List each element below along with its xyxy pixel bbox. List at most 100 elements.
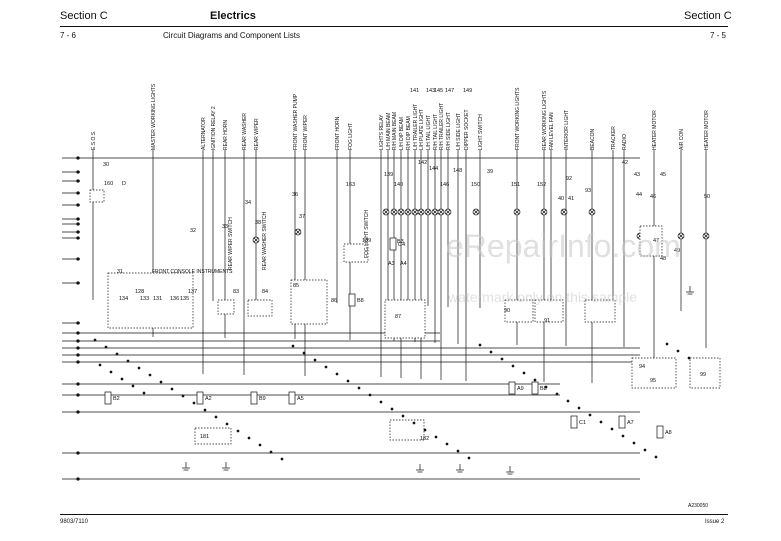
top-label: FOG LIGHT	[348, 123, 354, 150]
wire-code: B8	[540, 386, 547, 392]
bus-terminal	[76, 191, 80, 195]
component-number: 37	[299, 214, 305, 220]
component-number: 128	[135, 289, 144, 295]
bus-terminal	[76, 331, 80, 335]
fuse	[508, 381, 516, 395]
junction-dot	[401, 414, 405, 418]
figure-reference: A230050	[688, 503, 708, 509]
junction-dot	[643, 448, 647, 452]
switch-label: FOG LIGHT SWITCH	[364, 210, 370, 258]
top-label: L/H TAIL LIGHT	[426, 115, 432, 150]
lamp-cross	[514, 209, 520, 215]
page-number-right: 7 - 5	[710, 31, 727, 40]
junction-dot	[335, 372, 339, 376]
component-number: 83	[233, 289, 239, 295]
top-label: AIR CON	[679, 129, 685, 150]
component-box	[639, 225, 663, 257]
wiring	[62, 150, 707, 480]
component-number: 148	[453, 168, 462, 174]
junction-dot	[665, 342, 669, 346]
lamp-cross	[432, 209, 438, 215]
junction-dot	[126, 359, 130, 363]
lamp-cross	[445, 209, 451, 215]
top-label: REAR HORN	[223, 120, 229, 150]
component-number: 143	[426, 88, 435, 94]
junction-dot	[170, 387, 174, 391]
top-label: LIGHT SWITCH	[478, 114, 484, 150]
top-label: HEATER MOTOR	[704, 110, 710, 150]
component-number: 136	[170, 296, 179, 302]
junction-dot	[357, 386, 361, 390]
wire-code: A2	[205, 396, 212, 402]
fuse	[618, 415, 626, 429]
bus-terminal	[76, 393, 80, 397]
page-subtitle: Circuit Diagrams and Component Lists	[163, 31, 300, 40]
component-number: 85	[293, 283, 299, 289]
top-label: ALTERNATOR	[201, 117, 207, 150]
fuse	[348, 293, 356, 307]
junction-dot	[566, 399, 570, 403]
section-label-right: Section C	[684, 10, 732, 22]
component-number: 182	[420, 436, 429, 442]
component-number: 32	[190, 228, 196, 234]
top-label: E.S.O.S.	[91, 131, 97, 150]
lamp-cross	[405, 209, 411, 215]
component-number: 86	[331, 298, 337, 304]
component-box	[247, 299, 273, 317]
bus-terminal	[76, 360, 80, 364]
junction-dot	[313, 358, 317, 362]
fuse	[104, 391, 112, 405]
component-number: 139	[384, 172, 393, 178]
junction-dot	[368, 393, 372, 397]
junction-dot	[142, 391, 146, 395]
top-label: BEACON	[590, 128, 596, 150]
fuse	[288, 391, 296, 405]
top-label: R/H SIDE LIGHT	[446, 112, 452, 150]
junction-dot	[489, 350, 493, 354]
component-number: 39	[487, 169, 493, 175]
component-number: 36	[292, 192, 298, 198]
component-number: 163	[346, 182, 355, 188]
component-number: 181	[200, 434, 209, 440]
component-number: 38	[255, 220, 261, 226]
junction-dot	[423, 428, 427, 432]
top-label: R/H TRAILER LIGHT	[439, 103, 445, 150]
component-number: 145	[434, 88, 443, 94]
top-label: FRONT HORN	[335, 116, 341, 150]
junction-dot	[544, 385, 548, 389]
lamp-cross	[253, 237, 259, 243]
junction-dot	[500, 357, 504, 361]
component-number: A4	[400, 261, 407, 267]
component-number: 160	[104, 181, 113, 187]
lamp-cross	[541, 209, 547, 215]
lamp-cross	[398, 209, 404, 215]
component-number: 91	[544, 318, 550, 324]
junction-dot	[467, 456, 471, 460]
top-label: RADIO	[622, 134, 628, 150]
top-label: L/H DIP BEAM	[399, 117, 405, 150]
component-number: 141	[410, 88, 419, 94]
component-number: 33	[222, 224, 228, 230]
wire-code: B8	[357, 298, 364, 304]
junction-dot	[676, 349, 680, 353]
bus-terminal	[76, 179, 80, 183]
top-label: MASTER WORKING LIGHTS	[151, 83, 157, 150]
top-label: FRONT WIPER	[303, 115, 309, 150]
fuse	[656, 425, 664, 439]
junction-dot	[236, 429, 240, 433]
page-number-left: 7 - 6	[60, 31, 77, 40]
component-number: 49	[674, 248, 680, 254]
junction-dot	[214, 415, 218, 419]
component-number: 146	[440, 182, 449, 188]
bus-terminal	[76, 281, 80, 285]
section-label-left: Section C	[60, 10, 108, 22]
junction-dot	[269, 450, 273, 454]
component-number: D	[122, 181, 126, 187]
lamp-cross	[703, 233, 709, 239]
component-number: 47	[653, 238, 659, 244]
junction-dot	[434, 435, 438, 439]
component-number: 142	[418, 160, 427, 166]
bus-terminal	[76, 477, 80, 481]
